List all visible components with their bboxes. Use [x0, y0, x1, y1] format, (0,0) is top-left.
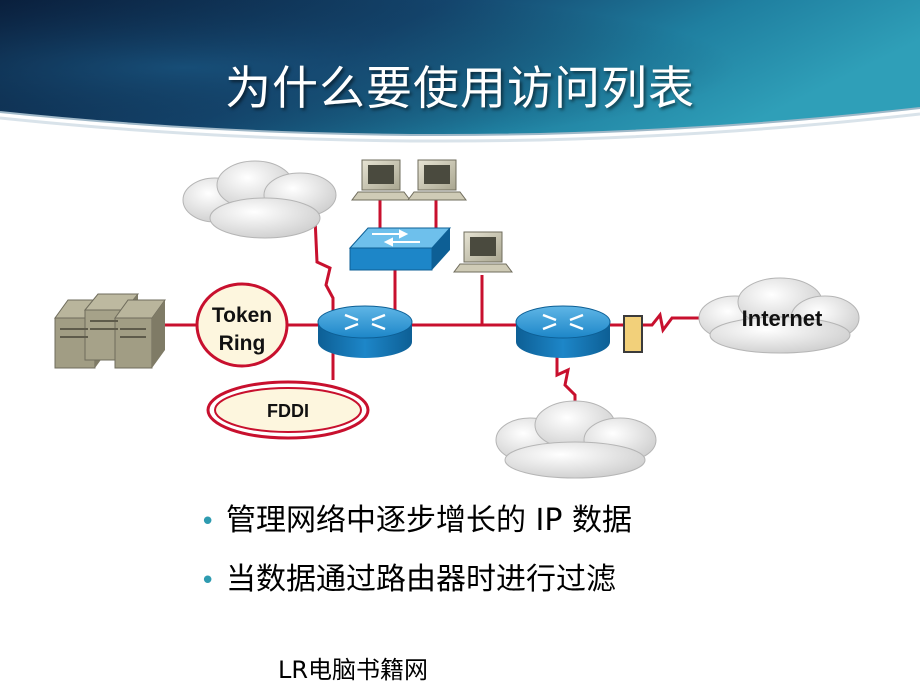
bullet-dot-icon: •	[200, 507, 216, 537]
bullet-list: • 管理网络中逐步增长的 IP 数据 • 当数据通过路由器时进行过滤	[200, 492, 632, 610]
list-item: • 管理网络中逐步增长的 IP 数据	[200, 492, 632, 551]
token-ring-icon: Token Ring	[195, 282, 289, 368]
footer-text: LR电脑书籍网	[278, 656, 429, 684]
internet-cloud-icon	[698, 277, 860, 354]
bullet-dot-icon: •	[200, 566, 216, 596]
header-band	[0, 0, 920, 143]
workstation-icon	[407, 159, 467, 201]
router-left-icon	[317, 305, 413, 358]
router-right-icon	[515, 305, 611, 358]
internet-label: Internet	[742, 306, 823, 331]
bullet-text: 当数据通过路由器时进行过滤	[226, 562, 616, 597]
list-item: • 当数据通过路由器时进行过滤	[200, 551, 632, 610]
workstation-icon	[453, 231, 513, 273]
fddi-ring-icon: FDDI	[206, 380, 370, 440]
cloud-bottom-icon	[495, 400, 657, 479]
workstation-icon	[351, 159, 411, 201]
fddi-label: FDDI	[267, 401, 309, 421]
bullet-text: 管理网络中逐步增长的 IP 数据	[226, 503, 633, 538]
token-ring-label-line2: Ring	[219, 332, 266, 355]
page-title: 为什么要使用访问列表	[225, 61, 695, 115]
switch-icon	[348, 227, 452, 271]
cloud-top-left-icon	[182, 160, 337, 239]
server-cluster-icon	[54, 293, 166, 369]
network-diagram: Token Ring FDDI Internet	[54, 159, 860, 479]
token-ring-label-line1: Token	[212, 304, 272, 327]
csu-dsu-icon	[623, 315, 643, 353]
